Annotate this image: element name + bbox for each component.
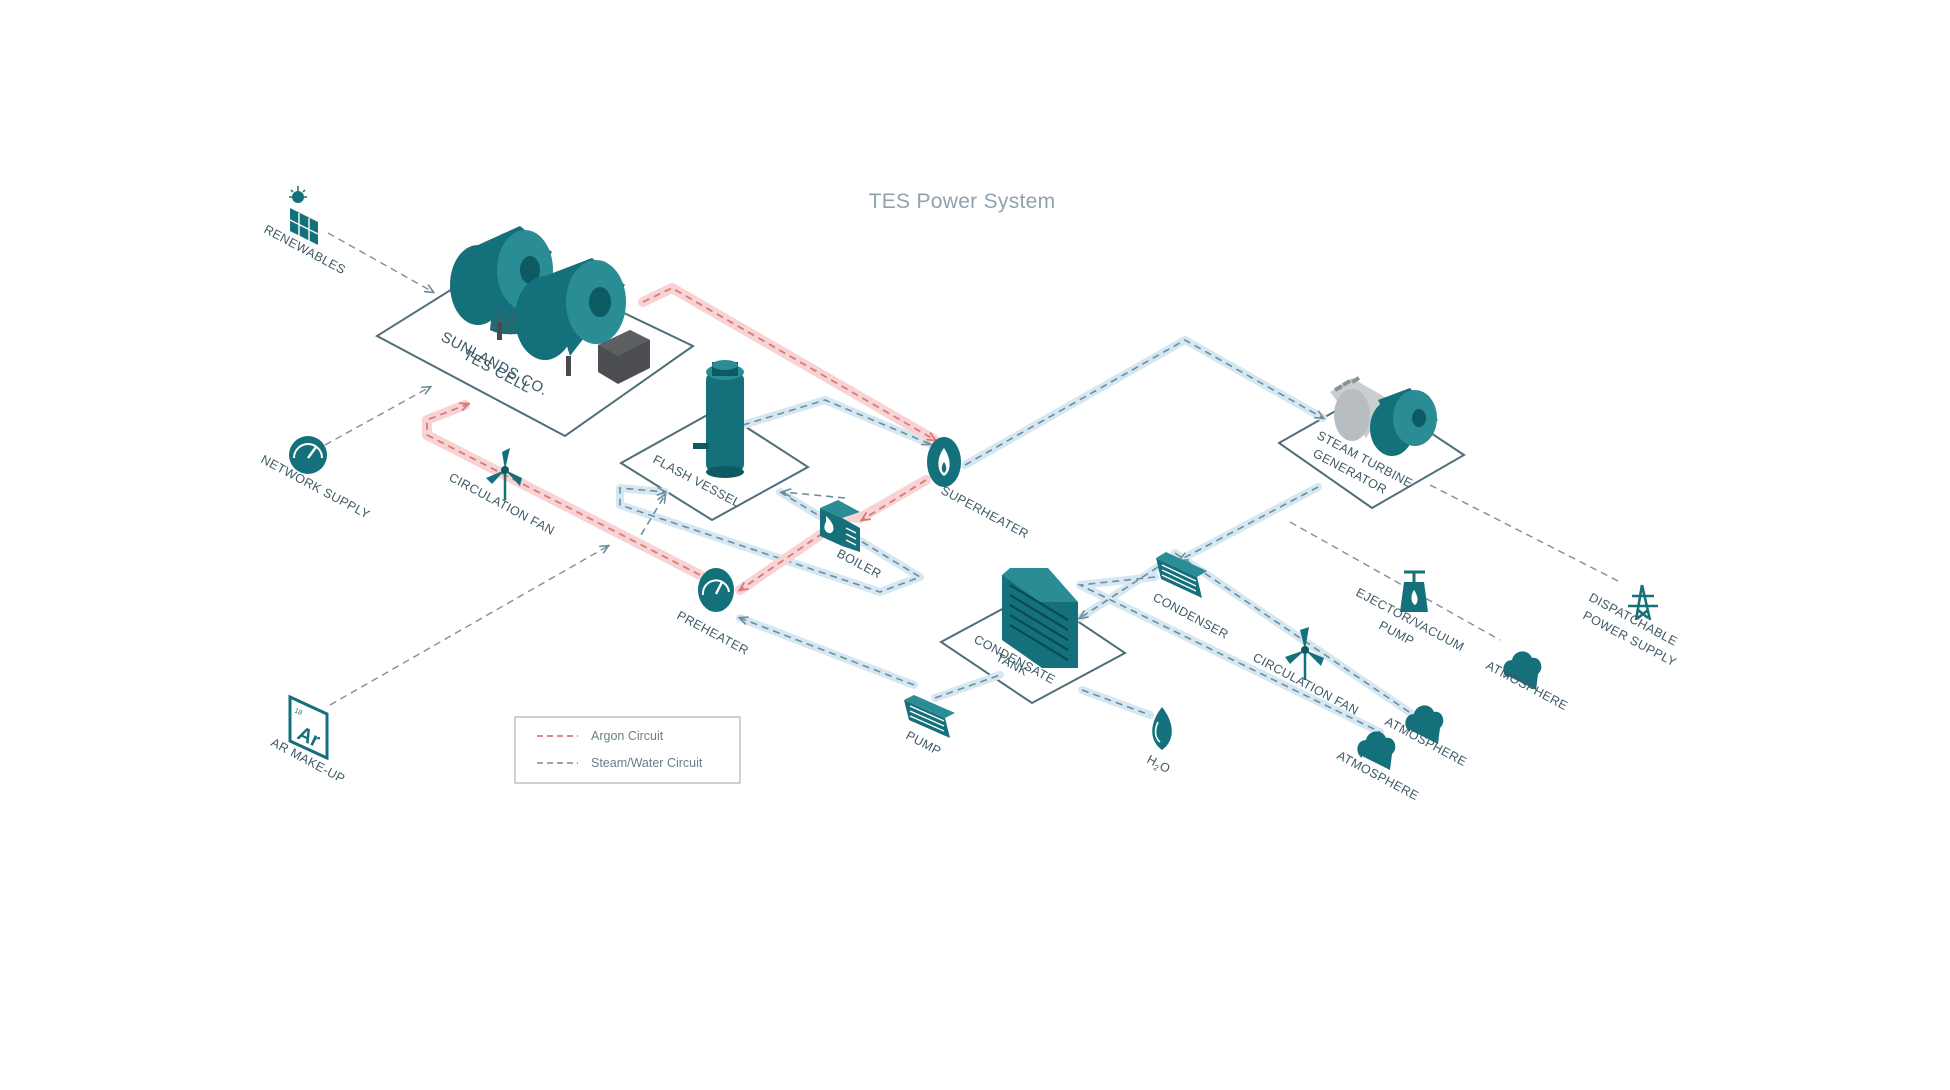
ar-makeup-line: [329, 546, 608, 706]
radiator-icon: [904, 695, 955, 738]
legend-argon-label: Argon Circuit: [591, 729, 664, 743]
solar-panel-icon: [289, 186, 319, 245]
valve-icon: [1400, 570, 1428, 612]
water-drop-icon: [1152, 707, 1172, 750]
radiator-icon: [1156, 552, 1207, 598]
diagram-title: TES Power System: [869, 190, 1056, 213]
condenser-label: CONDENSER: [1151, 590, 1231, 642]
legend: Argon Circuit Steam/Water Circuit: [514, 716, 741, 784]
fan-icon: [1285, 627, 1324, 680]
svg-text:18: 18: [293, 707, 303, 717]
pump-label: PUMP: [904, 728, 944, 758]
steam-turbine-generator-icon: [1330, 376, 1438, 456]
gauge-icon: [698, 568, 734, 612]
renewables-line: [327, 232, 433, 292]
cloud-icon: [1357, 731, 1396, 770]
network-supply-line: [324, 387, 430, 446]
argon-element-icon: 18 Ar: [288, 694, 329, 761]
cloud-icon: [1405, 705, 1444, 744]
boiler-icon: [820, 500, 860, 552]
fan-icon: [486, 448, 522, 500]
dispatchable-line: [1429, 484, 1621, 583]
flash-vessel-icon: [693, 360, 744, 478]
superheater-label: SUPERHEATER: [939, 483, 1031, 541]
flame-icon: [927, 437, 961, 487]
tes-cell-tanks: [450, 226, 650, 384]
argon-circuit: [422, 283, 940, 595]
pylon-icon: [1628, 584, 1658, 621]
gauge-icon: [289, 436, 327, 474]
h2o-label: H2O: [1144, 752, 1173, 778]
ejector-atmosphere-line: [1289, 521, 1501, 641]
cloud-icon: [1503, 651, 1542, 690]
legend-steam-label: Steam/Water Circuit: [591, 756, 703, 770]
circulation-fan-left-label: CIRCULATION FAN: [447, 470, 557, 538]
condensate-tank-icon: [1002, 568, 1078, 668]
steam-water-circuit: [616, 336, 1422, 736]
